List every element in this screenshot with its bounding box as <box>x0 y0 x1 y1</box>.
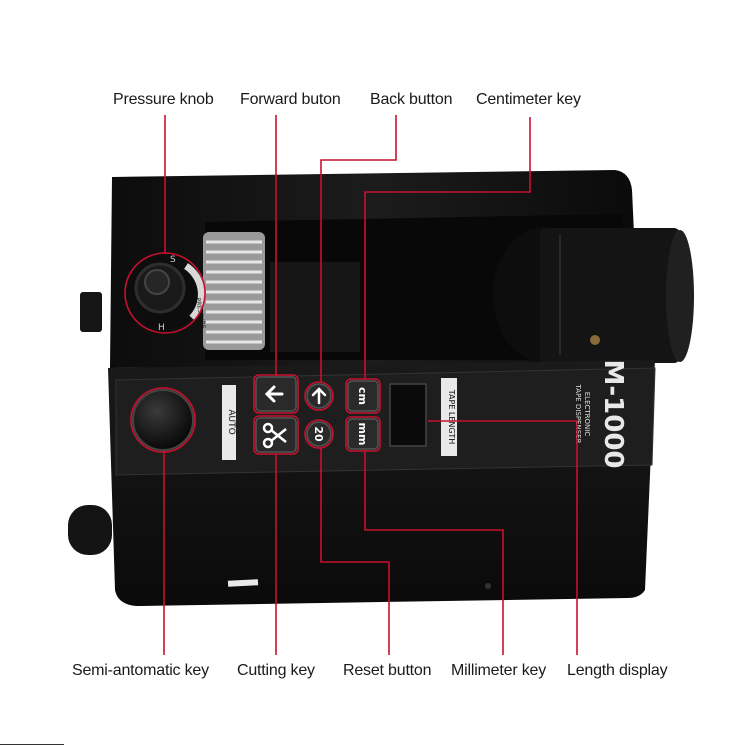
tape-roll-holder <box>493 227 694 363</box>
arrow-up-icon <box>311 387 327 405</box>
callout-lines <box>124 115 578 655</box>
highlight-centimeter-key <box>345 378 381 414</box>
scissors-icon <box>262 422 287 449</box>
label-cutting-key: Cutting key <box>237 662 315 679</box>
highlight-back-button <box>304 381 334 411</box>
reset-key[interactable] <box>306 421 332 447</box>
label-pressure-knob: Pressure knob <box>113 91 214 108</box>
auto-label-strip <box>222 385 236 460</box>
mm-key-label: mm <box>356 423 369 446</box>
auto-label: AUTO <box>226 409 236 434</box>
knob-s-mark: S <box>170 255 176 265</box>
leader-length-display <box>428 420 578 655</box>
highlight-reset-button <box>304 419 334 449</box>
length-display-screen <box>389 383 427 447</box>
leader-back-button <box>320 115 397 383</box>
control-panel: AUTO 20 cm mm TAPE LENGTH M-1000 ELECTRO… <box>132 359 628 589</box>
cm-button[interactable] <box>347 380 379 412</box>
highlight-forward-button <box>253 374 299 414</box>
highlight-semi-automatic-key <box>130 387 196 453</box>
tape-length-strip <box>441 378 457 456</box>
leader-millimeter-key <box>364 451 504 655</box>
label-back-button: Back button <box>370 91 453 108</box>
screw-hole <box>485 583 491 589</box>
leader-reset-button <box>320 448 390 655</box>
highlight-cutting-key <box>253 415 299 455</box>
label-semi-automatic-key: Semi-antomatic key <box>72 662 209 679</box>
label-reset-button: Reset button <box>343 662 432 679</box>
highlight-pressure-knob <box>124 252 206 334</box>
label-millimeter-key: Millimeter key <box>451 662 546 679</box>
side-clamp <box>80 292 102 332</box>
label-forward-button: Forward buton <box>240 91 341 108</box>
semi-automatic-button[interactable] <box>132 389 194 451</box>
cm-key-label: cm <box>356 387 369 405</box>
highlight-millimeter-key <box>345 416 381 452</box>
reset-key-label: 20 <box>312 426 325 442</box>
cutter-wheel <box>203 232 265 350</box>
tape-length-label: TAPE LENGTH <box>447 389 456 444</box>
arrow-icon <box>264 385 284 403</box>
label-centimeter-key: Centimeter key <box>476 91 581 108</box>
knob-h-mark: H <box>158 323 165 333</box>
leader-centimeter-key <box>364 117 531 379</box>
brand-subtitle-2: TAPE DISPENSER <box>574 384 582 444</box>
side-bumper <box>68 505 112 555</box>
brand-subtitle-1: ELECTRONIC <box>583 392 591 437</box>
footer-divider <box>0 744 64 745</box>
mm-button[interactable] <box>347 418 379 450</box>
label-length-display: Length display <box>567 662 668 679</box>
brand-logo: M-1000 <box>598 359 628 468</box>
